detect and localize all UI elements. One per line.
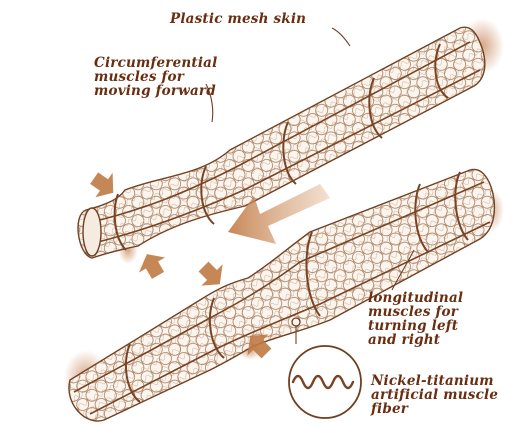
- top-band-1: [113, 193, 127, 251]
- top-tube-open-end: [82, 207, 102, 257]
- wide-arrow-icon: [228, 184, 330, 244]
- bottom-band-2: [208, 297, 225, 359]
- arrow-icon: [198, 261, 223, 286]
- leader-lines: [205, 27, 415, 344]
- top-longitudinal-line-1: [91, 41, 471, 223]
- arrow-icon: [247, 334, 272, 359]
- bottom-band-4: [414, 183, 429, 253]
- arrow-icon: [139, 254, 165, 279]
- label-line: muscles for: [368, 304, 459, 320]
- arrow-icon: [90, 172, 114, 198]
- leader-longitudinal: [391, 249, 415, 291]
- top-worm-tube: [77, 26, 486, 259]
- bottom-longitudinal-line-1: [73, 181, 485, 393]
- bottom-tube-mesh-fine: [68, 169, 495, 421]
- top-band-4: [368, 77, 383, 139]
- label-line: artificial muscle: [371, 387, 499, 403]
- label-line: fiber: [371, 401, 409, 417]
- fiber-detail: [288, 345, 362, 419]
- label-line: Nickel-titanium: [371, 373, 494, 389]
- bottom-worm-tube: [68, 168, 496, 422]
- label-line: turning left: [368, 318, 459, 334]
- bottom-band-3: [305, 231, 321, 317]
- label-line: longitudinal: [368, 290, 464, 306]
- label-longitudinal-muscles: longitudinal muscles for turning left an…: [368, 291, 463, 347]
- label-line: Plastic mesh skin: [170, 11, 307, 27]
- fiber-detail-circle: [288, 345, 362, 419]
- label-line: Circumferential: [94, 55, 218, 71]
- sine-wave-icon: [291, 374, 355, 390]
- label-nickel-titanium-fiber: Nickel-titanium artificial muscle fiber: [371, 374, 498, 416]
- top-band-2: [200, 165, 215, 225]
- top-band-5: [434, 43, 449, 99]
- label-circumferential-muscles: Circumferential muscles for moving forwa…: [94, 56, 217, 98]
- label-line: muscles for: [94, 69, 185, 85]
- top-band-3: [282, 121, 297, 185]
- bottom-band-1: [124, 343, 141, 403]
- label-plastic-mesh-skin: Plastic mesh skin: [170, 12, 306, 26]
- label-line: and right: [368, 332, 441, 348]
- leader-skin: [331, 27, 351, 47]
- force-arrows: [90, 172, 330, 359]
- bottom-band-5: [454, 171, 469, 241]
- top-longitudinal-line-2: [89, 69, 481, 245]
- fiber-attach-point: [291, 317, 301, 327]
- leader-circumferential: [205, 83, 214, 123]
- label-line: moving forward: [94, 83, 216, 99]
